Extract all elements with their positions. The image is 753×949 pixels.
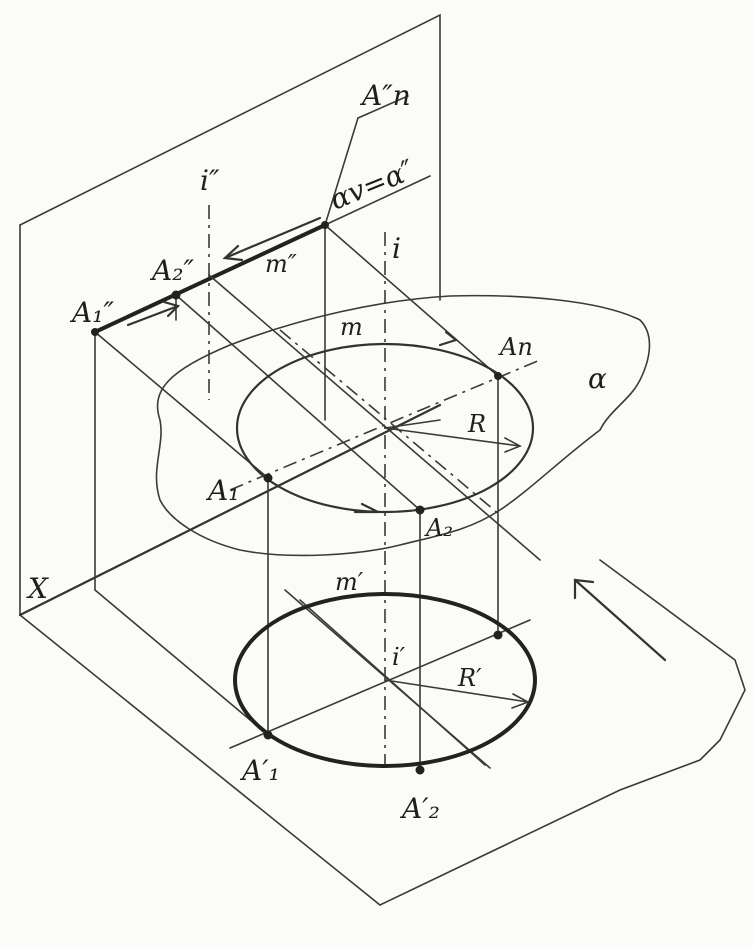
label-x-axis: X: [26, 572, 49, 605]
label-i-horizontal: i′: [392, 643, 406, 671]
motion-arrow-m2-head: [222, 244, 244, 262]
label-alpha-trace: αv=α″: [325, 153, 419, 217]
motion-arrow-m2: [223, 216, 322, 260]
point-a2-frontal: [171, 290, 181, 300]
radius-r1-arrowhead: [511, 693, 530, 709]
circle-m-diameter-2: [279, 329, 501, 516]
label-a2-frontal: A₂″: [149, 254, 194, 287]
point-an: [494, 372, 502, 380]
label-a1-frontal: A₁″: [69, 296, 114, 329]
point-a2: [415, 505, 425, 515]
connector-a2: [175, 294, 421, 511]
motion-arrow-circle-bottom: [353, 502, 379, 514]
motion-arrow-a1-head: [162, 300, 181, 318]
horizontal-plane-outline: [19, 559, 746, 906]
motion-arrow-big: [573, 578, 667, 662]
point-an-frontal: [321, 221, 329, 229]
label-m-horizontal: m′: [335, 568, 364, 596]
plane-alpha-region: [155, 294, 651, 557]
point-a1-frontal: [91, 328, 99, 336]
motion-arrow-circle-m: [438, 330, 459, 347]
connector-m: [208, 274, 541, 561]
point-a1: [263, 473, 273, 483]
label-a2-point: A₂: [424, 514, 453, 542]
label-an-frontal: A″n: [359, 79, 411, 112]
label-alpha-plane: α: [588, 362, 607, 395]
an-frontal-leader: [324, 95, 409, 226]
label-a2-horizontal: A′₂: [399, 792, 440, 825]
label-i-axis: i: [392, 232, 401, 265]
point-an-horizontal: [493, 630, 503, 640]
radius-r-arrowhead: [504, 437, 522, 453]
alpha-frontal-trace: [93, 223, 327, 334]
circle-m: [235, 342, 535, 514]
circle-m1-diameter-2: [299, 599, 486, 766]
x-axis-line: [18, 403, 442, 617]
point-a1-horizontal: [263, 730, 273, 740]
label-m-circle: m: [340, 313, 363, 341]
label-radius: R: [467, 410, 486, 438]
frontal-plane-outline: [19, 13, 441, 301]
connector-a1-lower: [94, 589, 269, 736]
radius-r: [384, 427, 521, 447]
label-i-frontal: i″: [200, 164, 220, 197]
label-an-point: An: [498, 333, 533, 361]
circle-m1: [233, 592, 537, 768]
connector-a1: [94, 331, 269, 479]
label-a1-point: A₁: [205, 474, 239, 507]
point-a2-horizontal: [415, 765, 425, 775]
radius-r1: [384, 679, 529, 703]
alpha-trace-extension: [324, 175, 431, 226]
connector-an: [324, 224, 499, 377]
motion-arrow-big-head: [573, 578, 595, 600]
label-radius-horizontal: R′: [457, 664, 482, 692]
label-a1-horizontal: A′₁: [239, 754, 280, 787]
circle-m1-diameter: [229, 619, 531, 749]
motion-arrow-a1: [126, 304, 180, 327]
label-m-frontal: m″: [265, 250, 297, 278]
radius-corner: [384, 419, 441, 429]
